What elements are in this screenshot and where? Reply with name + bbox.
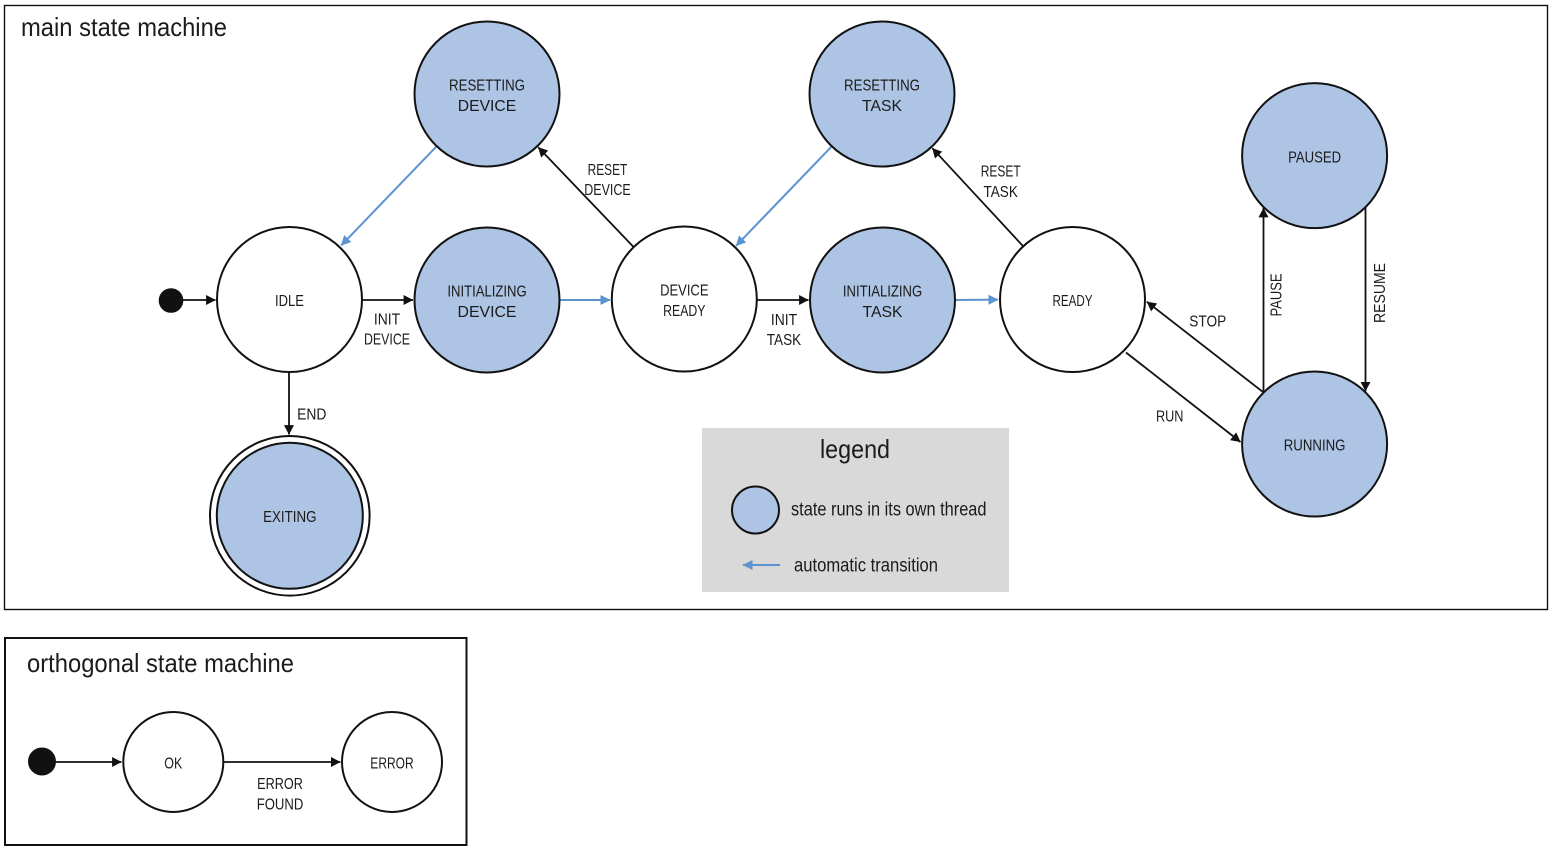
svg-text:automatic transition: automatic transition: [794, 555, 938, 576]
svg-text:TASK: TASK: [863, 304, 903, 321]
svg-text:DEVICE: DEVICE: [458, 98, 517, 115]
svg-text:RESUME: RESUME: [1372, 263, 1389, 323]
svg-text:ERROR: ERROR: [370, 756, 413, 773]
svg-text:READY: READY: [663, 303, 706, 320]
svg-text:RESETTING: RESETTING: [844, 78, 920, 95]
svg-text:TASK: TASK: [984, 184, 1019, 201]
svg-text:OK: OK: [164, 756, 182, 773]
svg-text:RUN: RUN: [1156, 408, 1184, 425]
svg-text:INITIALIZING: INITIALIZING: [447, 284, 526, 301]
svg-text:IDLE: IDLE: [275, 293, 304, 310]
svg-text:PAUSED: PAUSED: [1288, 149, 1341, 166]
svg-text:ERROR: ERROR: [257, 776, 303, 793]
svg-text:RESET: RESET: [981, 164, 1021, 181]
svg-text:INITIALIZING: INITIALIZING: [843, 284, 922, 301]
svg-text:INIT: INIT: [374, 311, 401, 328]
svg-text:RESET: RESET: [588, 162, 628, 179]
svg-text:state runs in its own thread: state runs in its own thread: [791, 500, 987, 521]
svg-text:RESETTING: RESETTING: [449, 78, 525, 95]
svg-text:FOUND: FOUND: [257, 797, 304, 814]
svg-text:DEVICE: DEVICE: [364, 332, 410, 349]
svg-text:DEVICE: DEVICE: [660, 283, 708, 300]
svg-text:DEVICE: DEVICE: [458, 304, 517, 321]
svg-text:PAUSE: PAUSE: [1269, 274, 1286, 317]
svg-text:DEVICE: DEVICE: [584, 182, 631, 199]
svg-text:END: END: [297, 406, 326, 423]
svg-text:TASK: TASK: [767, 332, 802, 349]
svg-text:EXITING: EXITING: [263, 509, 316, 526]
svg-text:legend: legend: [820, 434, 890, 464]
svg-text:READY: READY: [1053, 293, 1093, 310]
svg-text:orthogonal state machine: orthogonal state machine: [27, 648, 294, 678]
svg-text:RUNNING: RUNNING: [1284, 438, 1346, 455]
svg-text:main state machine: main state machine: [21, 12, 227, 42]
svg-text:STOP: STOP: [1189, 314, 1226, 331]
svg-text:INIT: INIT: [771, 312, 798, 329]
svg-text:TASK: TASK: [862, 98, 902, 115]
